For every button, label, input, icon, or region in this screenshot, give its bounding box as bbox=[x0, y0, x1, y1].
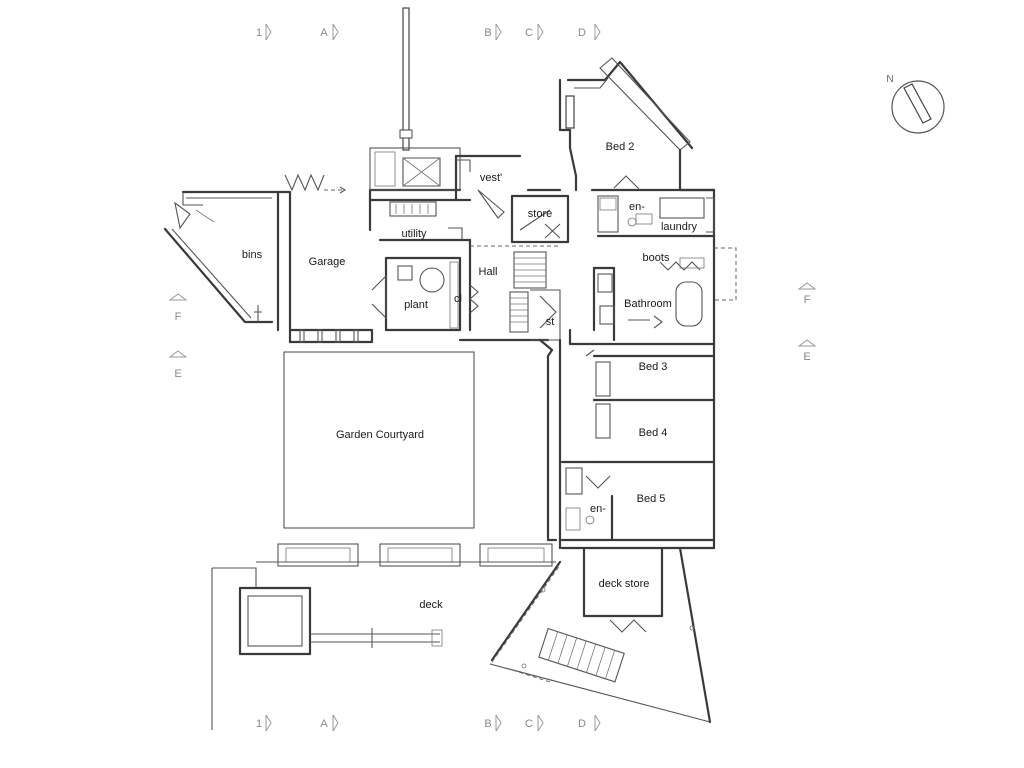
grid-arrow-bottom-1 bbox=[265, 714, 272, 732]
label-en-suite-top: en- bbox=[629, 201, 645, 213]
grid-arrow-right-E bbox=[797, 339, 817, 347]
deck-area bbox=[211, 543, 712, 730]
grid-label-left-F: F bbox=[175, 311, 182, 323]
grid-label-bottom-B: B bbox=[484, 718, 491, 730]
grid-label-top-D: D bbox=[578, 27, 586, 39]
grid-markers: 1 A B C D 1 A B C D F E F E bbox=[168, 23, 817, 732]
label-garden-courtyard: Garden Courtyard bbox=[336, 429, 424, 441]
grid-label-bottom-D: D bbox=[578, 718, 586, 730]
grid-arrow-top-C bbox=[537, 23, 544, 41]
grid-label-top-1: 1 bbox=[256, 27, 262, 39]
label-stairs: st bbox=[546, 316, 555, 328]
core-rooms bbox=[368, 147, 561, 342]
label-bathroom: Bathroom bbox=[624, 298, 672, 310]
grid-label-bottom-A: A bbox=[320, 718, 328, 730]
grid-arrow-top-D bbox=[594, 23, 601, 41]
grid-label-left-E: E bbox=[174, 368, 181, 380]
grid-label-bottom-1: 1 bbox=[256, 718, 262, 730]
label-plant: plant bbox=[404, 299, 428, 311]
label-garage: Garage bbox=[309, 256, 346, 268]
label-bed2: Bed 2 bbox=[606, 141, 635, 153]
garden-courtyard bbox=[283, 338, 558, 542]
room-labels: Bed 2 en- laundry vest' store utility Ga… bbox=[242, 141, 698, 611]
label-store: store bbox=[528, 208, 552, 220]
north-arrow-icon: N bbox=[886, 74, 945, 134]
grid-label-right-F: F bbox=[804, 294, 811, 306]
label-hall: Hall bbox=[479, 266, 498, 278]
label-laundry: laundry bbox=[661, 221, 698, 233]
grid-label-top-C: C bbox=[525, 27, 533, 39]
grid-label-bottom-C: C bbox=[525, 718, 533, 730]
store-room bbox=[510, 188, 570, 244]
grid-label-top-B: B bbox=[484, 27, 491, 39]
label-boots: boots bbox=[643, 252, 670, 264]
bins-enclosure bbox=[163, 190, 280, 332]
label-utility: utility bbox=[401, 228, 427, 240]
grid-arrow-right-F bbox=[797, 282, 817, 290]
label-deck-store: deck store bbox=[599, 578, 650, 590]
grid-arrow-bottom-B bbox=[495, 714, 502, 732]
grid-arrow-top-A bbox=[332, 23, 339, 41]
grid-arrow-top-1 bbox=[265, 23, 272, 41]
label-en-suite-bottom: en- bbox=[590, 503, 606, 515]
grid-label-top-A: A bbox=[320, 27, 328, 39]
grid-arrow-bottom-A bbox=[332, 714, 339, 732]
label-vestibule: vest' bbox=[480, 172, 502, 184]
label-bed5: Bed 5 bbox=[637, 493, 666, 505]
grid-arrow-left-F bbox=[168, 293, 188, 301]
grid-arrow-bottom-C bbox=[537, 714, 544, 732]
label-bed4: Bed 4 bbox=[639, 427, 668, 439]
grid-arrow-bottom-D bbox=[594, 714, 601, 732]
flue-pipe bbox=[399, 7, 413, 151]
label-bed3: Bed 3 bbox=[639, 361, 668, 373]
grid-arrow-top-B bbox=[495, 23, 502, 41]
label-bins: bins bbox=[242, 249, 263, 261]
north-label: N bbox=[886, 74, 893, 85]
label-deck: deck bbox=[419, 599, 443, 611]
label-cloak: cl bbox=[454, 293, 462, 305]
east-wing bbox=[558, 57, 737, 550]
grid-label-right-E: E bbox=[803, 351, 810, 363]
grid-arrow-left-E bbox=[168, 350, 188, 358]
